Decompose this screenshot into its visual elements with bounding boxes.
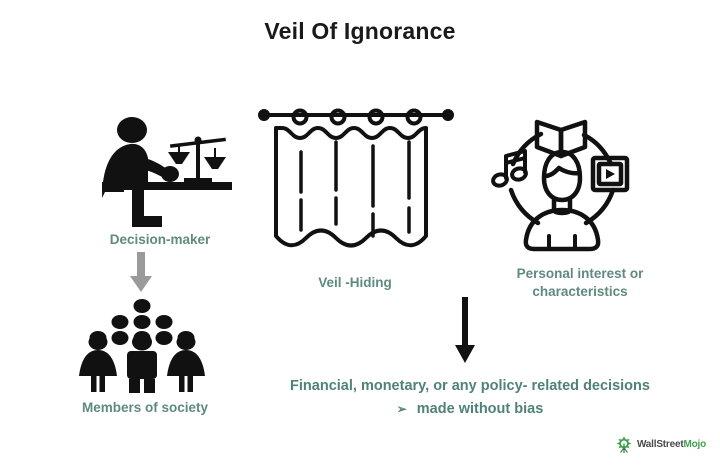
outcome-text: Financial, monetary, or any policy- rela… bbox=[250, 376, 690, 420]
outcome-line-2: made without bias bbox=[416, 401, 544, 418]
person-with-book-music-video-icon bbox=[489, 106, 635, 256]
page-title: Veil Of Ignorance bbox=[264, 18, 456, 44]
wallstreetmojo-logo[interactable]: WallStreetMojo bbox=[615, 435, 706, 454]
decision-maker-label: Decision-maker bbox=[109, 232, 211, 247]
outcome-line-1: Financial, monetary, or any policy- rela… bbox=[290, 378, 650, 394]
outcome-line-2-row: ➢ made without bias bbox=[250, 399, 690, 420]
down-arrow-icon bbox=[452, 297, 478, 365]
personal-interest-label-line1: Personal interest or bbox=[516, 266, 644, 281]
judge-at-desk-with-scales-icon bbox=[86, 112, 236, 232]
tree-logo-icon bbox=[615, 435, 633, 454]
down-arrow-icon bbox=[126, 250, 156, 295]
members-of-society-label: Members of society bbox=[81, 400, 209, 415]
veil-label: Veil -Hiding bbox=[318, 275, 392, 290]
personal-interest-label: Personal interest or characteristics bbox=[480, 265, 680, 301]
arrow-bullet-icon: ➢ bbox=[396, 401, 407, 416]
personal-interest-label-line2: characteristics bbox=[532, 284, 628, 300]
logo-text-accent: Mojo bbox=[683, 439, 706, 450]
curtain-on-rod-icon bbox=[256, 104, 456, 262]
logo-text-primary: WallStreet bbox=[636, 439, 684, 450]
logo-text: WallStreetMojo bbox=[637, 439, 706, 450]
crowd-of-people-icon bbox=[72, 298, 212, 394]
